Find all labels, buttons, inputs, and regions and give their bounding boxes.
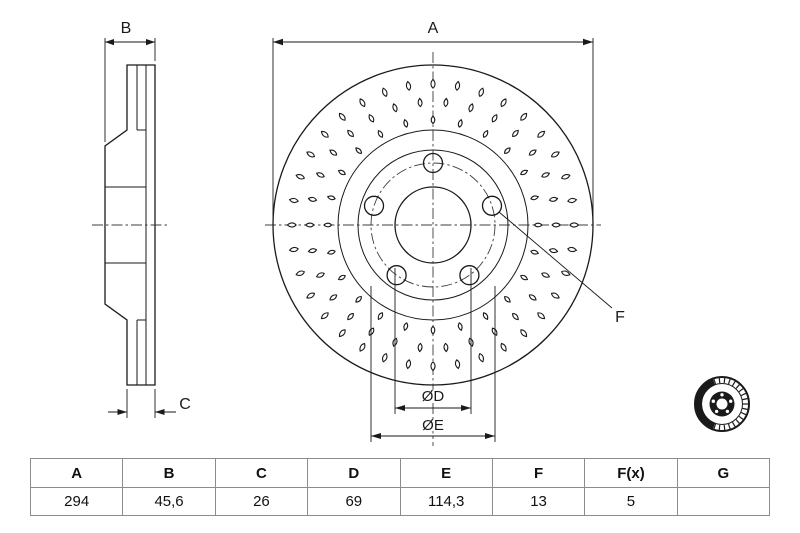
dim-label-d: ØD — [422, 388, 445, 405]
table-value-cell: 114,3 — [399, 487, 493, 516]
bolt-hole — [422, 152, 444, 174]
hub-face-circle — [357, 149, 509, 301]
table-header-row: A B C D E F F(x) G — [29, 458, 771, 488]
table-value-cell: 26 — [214, 487, 309, 516]
bolt-hole — [459, 265, 480, 286]
outer-diameter-circle — [272, 64, 594, 386]
table-value-cell: 45,6 — [122, 487, 216, 516]
bolt-holes — [363, 152, 503, 286]
table-header-cell: C — [214, 458, 309, 488]
table-header-cell: F — [491, 458, 586, 488]
table-value-row: 294 45,6 26 69 114,3 13 5 — [29, 487, 771, 516]
dimple-pattern — [286, 78, 580, 372]
table-header-cell: D — [307, 458, 401, 488]
friction-surface-inner-circle — [337, 129, 529, 321]
dim-label-c: C — [179, 396, 191, 413]
brake-disc-drawing: A B C ØD — [92, 20, 750, 446]
table-header-cell: E — [399, 458, 493, 488]
icon-bolt-dot — [711, 399, 715, 403]
dimension-d: ØD — [394, 268, 472, 414]
bolt-hole — [386, 265, 407, 286]
dimension-table: A B C D E F F(x) G 294 45,6 26 69 114,3 … — [29, 458, 771, 516]
icon-bolt-dot — [725, 409, 730, 414]
vented-brake-disc-icon — [694, 376, 750, 432]
leader-f: F — [498, 211, 625, 326]
table-value-cell: 294 — [29, 487, 124, 516]
dim-label-a: A — [428, 20, 439, 37]
bolt-hole — [363, 195, 385, 216]
table-value-cell: 69 — [307, 487, 401, 516]
icon-hub-bore — [716, 398, 728, 410]
dimension-a: A — [272, 20, 594, 218]
dimension-e: ØE — [370, 286, 496, 442]
icon-rim-crescent — [695, 378, 716, 430]
dim-label-e: ØE — [422, 417, 444, 434]
front-view — [265, 52, 601, 446]
icon-bolt-dot — [729, 399, 733, 403]
icon-bolt-dot — [720, 393, 724, 397]
side-view-cross-section — [92, 64, 170, 386]
table-value-cell — [676, 487, 771, 516]
table-value-cell: 13 — [491, 487, 586, 516]
table-value-cell: 5 — [584, 487, 678, 516]
bolt-hole — [481, 195, 503, 216]
icon-bolt-dot — [714, 409, 719, 414]
table-header-cell: A — [29, 458, 124, 488]
icon-inner-circle — [701, 383, 743, 425]
table-header-cell: F(x) — [584, 458, 678, 488]
dim-label-f: F — [615, 309, 625, 326]
table-header-cell: B — [122, 458, 216, 488]
dim-label-b: B — [121, 20, 132, 37]
table-header-cell: G — [676, 458, 771, 488]
center-bore-circle — [394, 186, 472, 264]
dimension-c: C — [108, 389, 191, 418]
bolt-circle-centerline — [370, 162, 496, 288]
dimension-b: B — [104, 20, 156, 142]
